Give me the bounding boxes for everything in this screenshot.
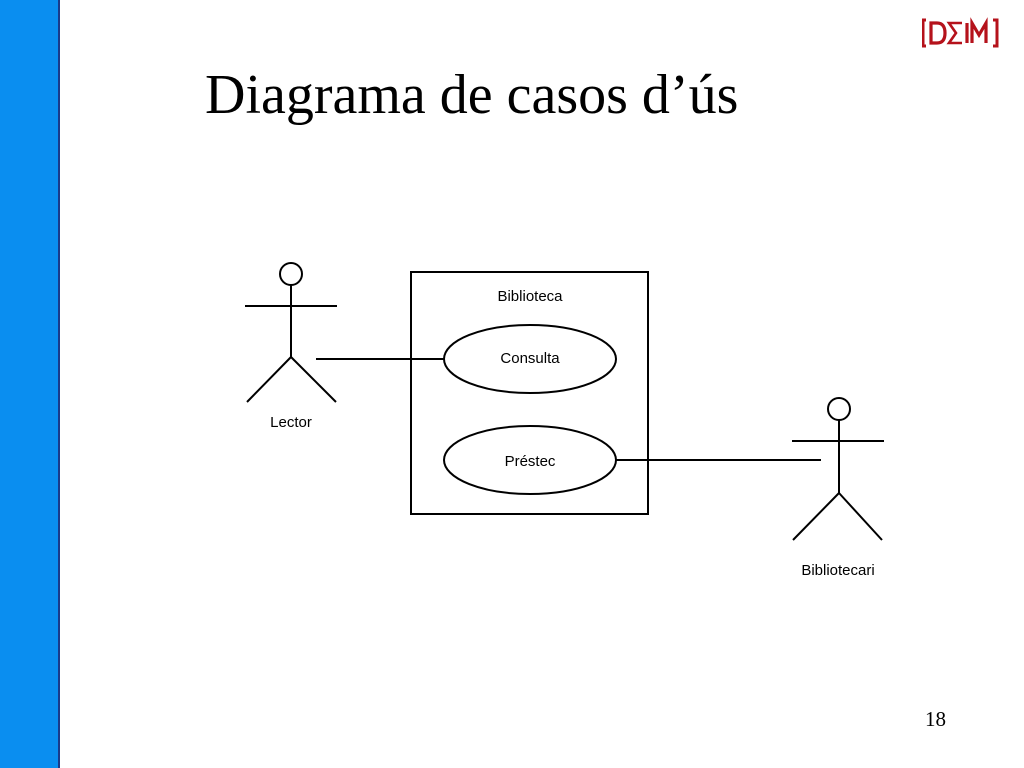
actor-lector-left-leg	[246, 356, 292, 403]
side-accent-bar	[0, 0, 60, 768]
actor-bibliotecari	[792, 397, 884, 541]
use-case-prestec-label: Préstec	[505, 453, 556, 470]
actor-bibliotecari-head	[827, 397, 851, 421]
actor-bibliotecari-right-leg	[838, 492, 883, 541]
system-boundary	[410, 271, 649, 515]
actor-bibliotecari-left-leg	[792, 492, 840, 541]
slide-title: Diagrama de casos d’ús	[205, 64, 739, 126]
actor-lector-right-leg	[290, 356, 337, 403]
actor-lector-label: Lector	[270, 414, 312, 431]
deim-logo	[922, 17, 999, 48]
actor-lector	[245, 262, 337, 403]
actor-lector-head	[279, 262, 303, 286]
system-label: Biblioteca	[497, 288, 563, 305]
use-case-consulta-label: Consulta	[500, 350, 560, 367]
page-number: 18	[925, 707, 946, 731]
actor-bibliotecari-label: Bibliotecari	[801, 562, 874, 579]
